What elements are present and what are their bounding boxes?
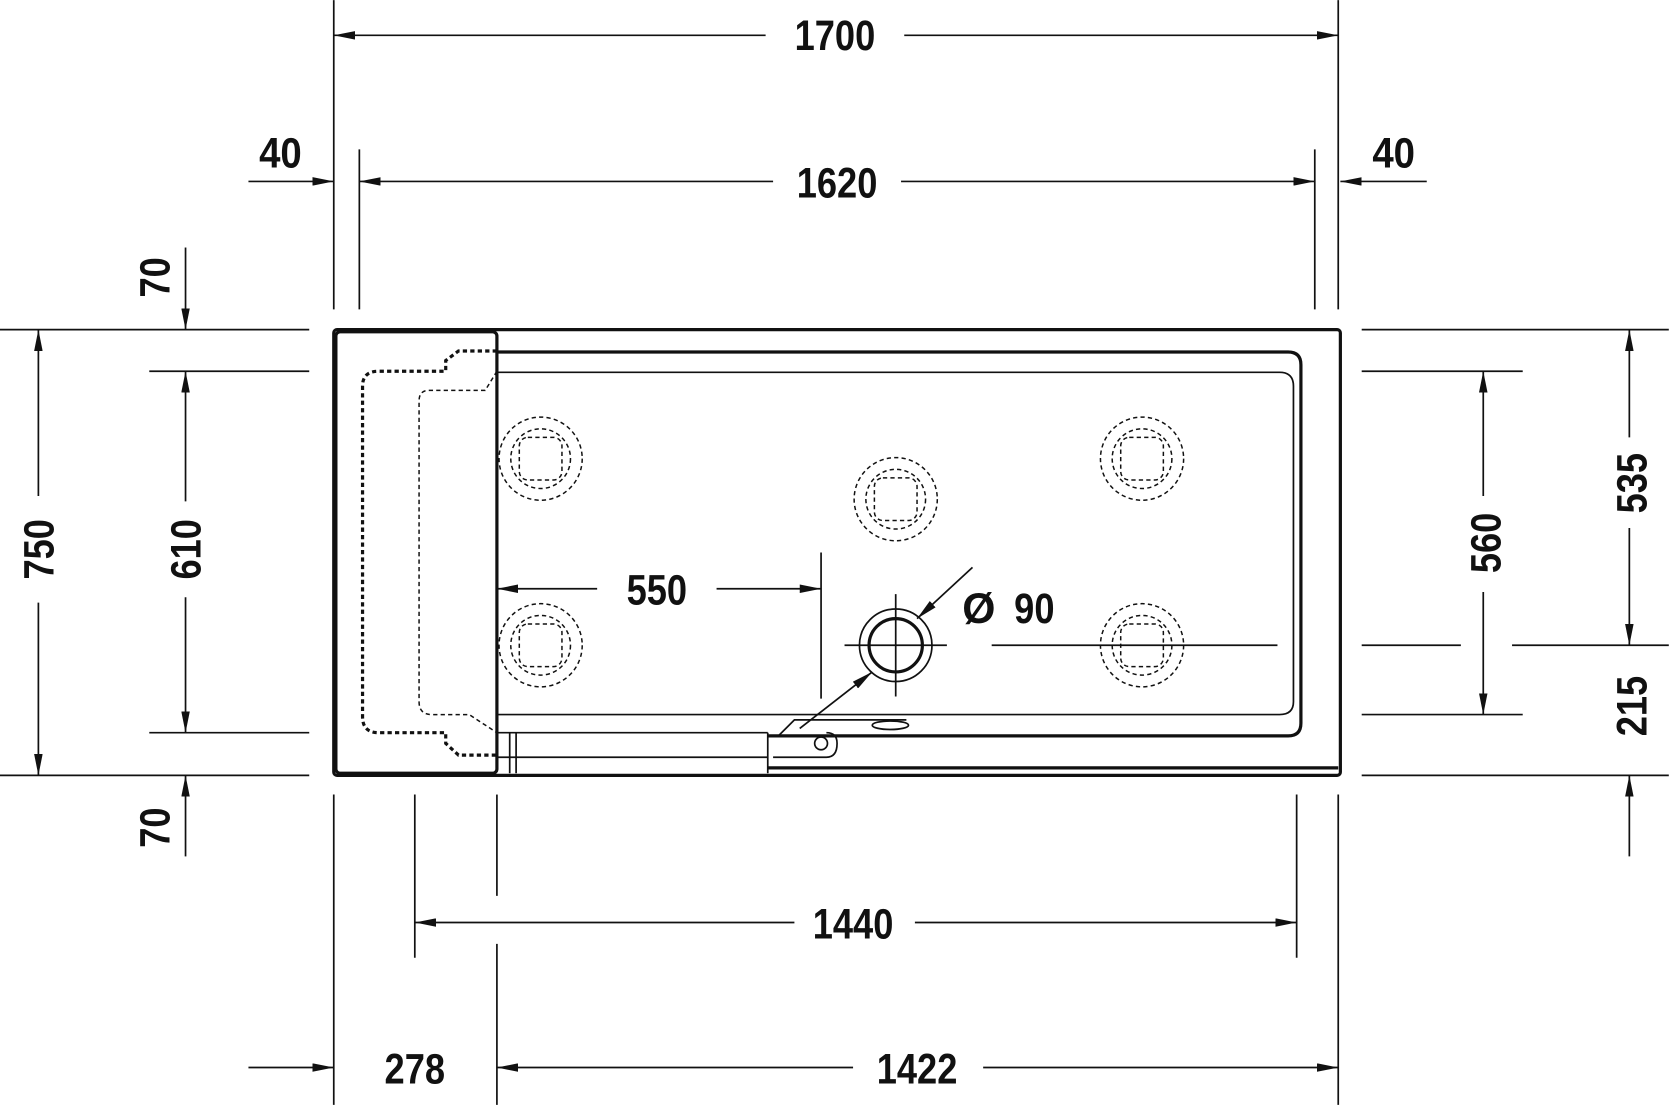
- dim-overall-length: 1700: [795, 13, 876, 60]
- dim-left-offset: 40: [259, 129, 302, 177]
- jets: [498, 416, 1185, 688]
- dim-drain-from-bottom: 215: [1609, 676, 1656, 736]
- dim-basin-width: 560: [1463, 513, 1510, 573]
- jet-icon: [1099, 416, 1185, 501]
- diameter-symbol: Ø: [962, 585, 995, 633]
- drain-icon: [844, 594, 947, 697]
- dim-bottom-offset: 70: [132, 807, 179, 847]
- dim-overall-width: 750: [16, 519, 63, 579]
- dim-inner-width: 610: [163, 519, 210, 579]
- dim-basin-length: 1422: [877, 1046, 958, 1093]
- jet-icon: [1099, 602, 1185, 688]
- dim-drain-diameter: Ø 90: [962, 585, 1054, 633]
- dim-inner-length: 1620: [797, 160, 878, 207]
- jet-icon: [853, 456, 939, 542]
- dim-seat-length: 278: [385, 1046, 445, 1093]
- drain-diameter-value: 90: [1014, 585, 1054, 632]
- dim-drain-from-top: 535: [1609, 453, 1656, 513]
- dim-drain-distance: 550: [627, 567, 687, 614]
- jet-icon: [498, 416, 583, 501]
- dim-right-offset: 40: [1372, 129, 1415, 177]
- dim-bottom-inner-length: 1440: [813, 901, 894, 948]
- dimension-lines: [34, 31, 1634, 1072]
- bathtub-outline: [332, 328, 1342, 777]
- jet-icon: [498, 602, 583, 688]
- dim-top-offset: 70: [132, 257, 179, 297]
